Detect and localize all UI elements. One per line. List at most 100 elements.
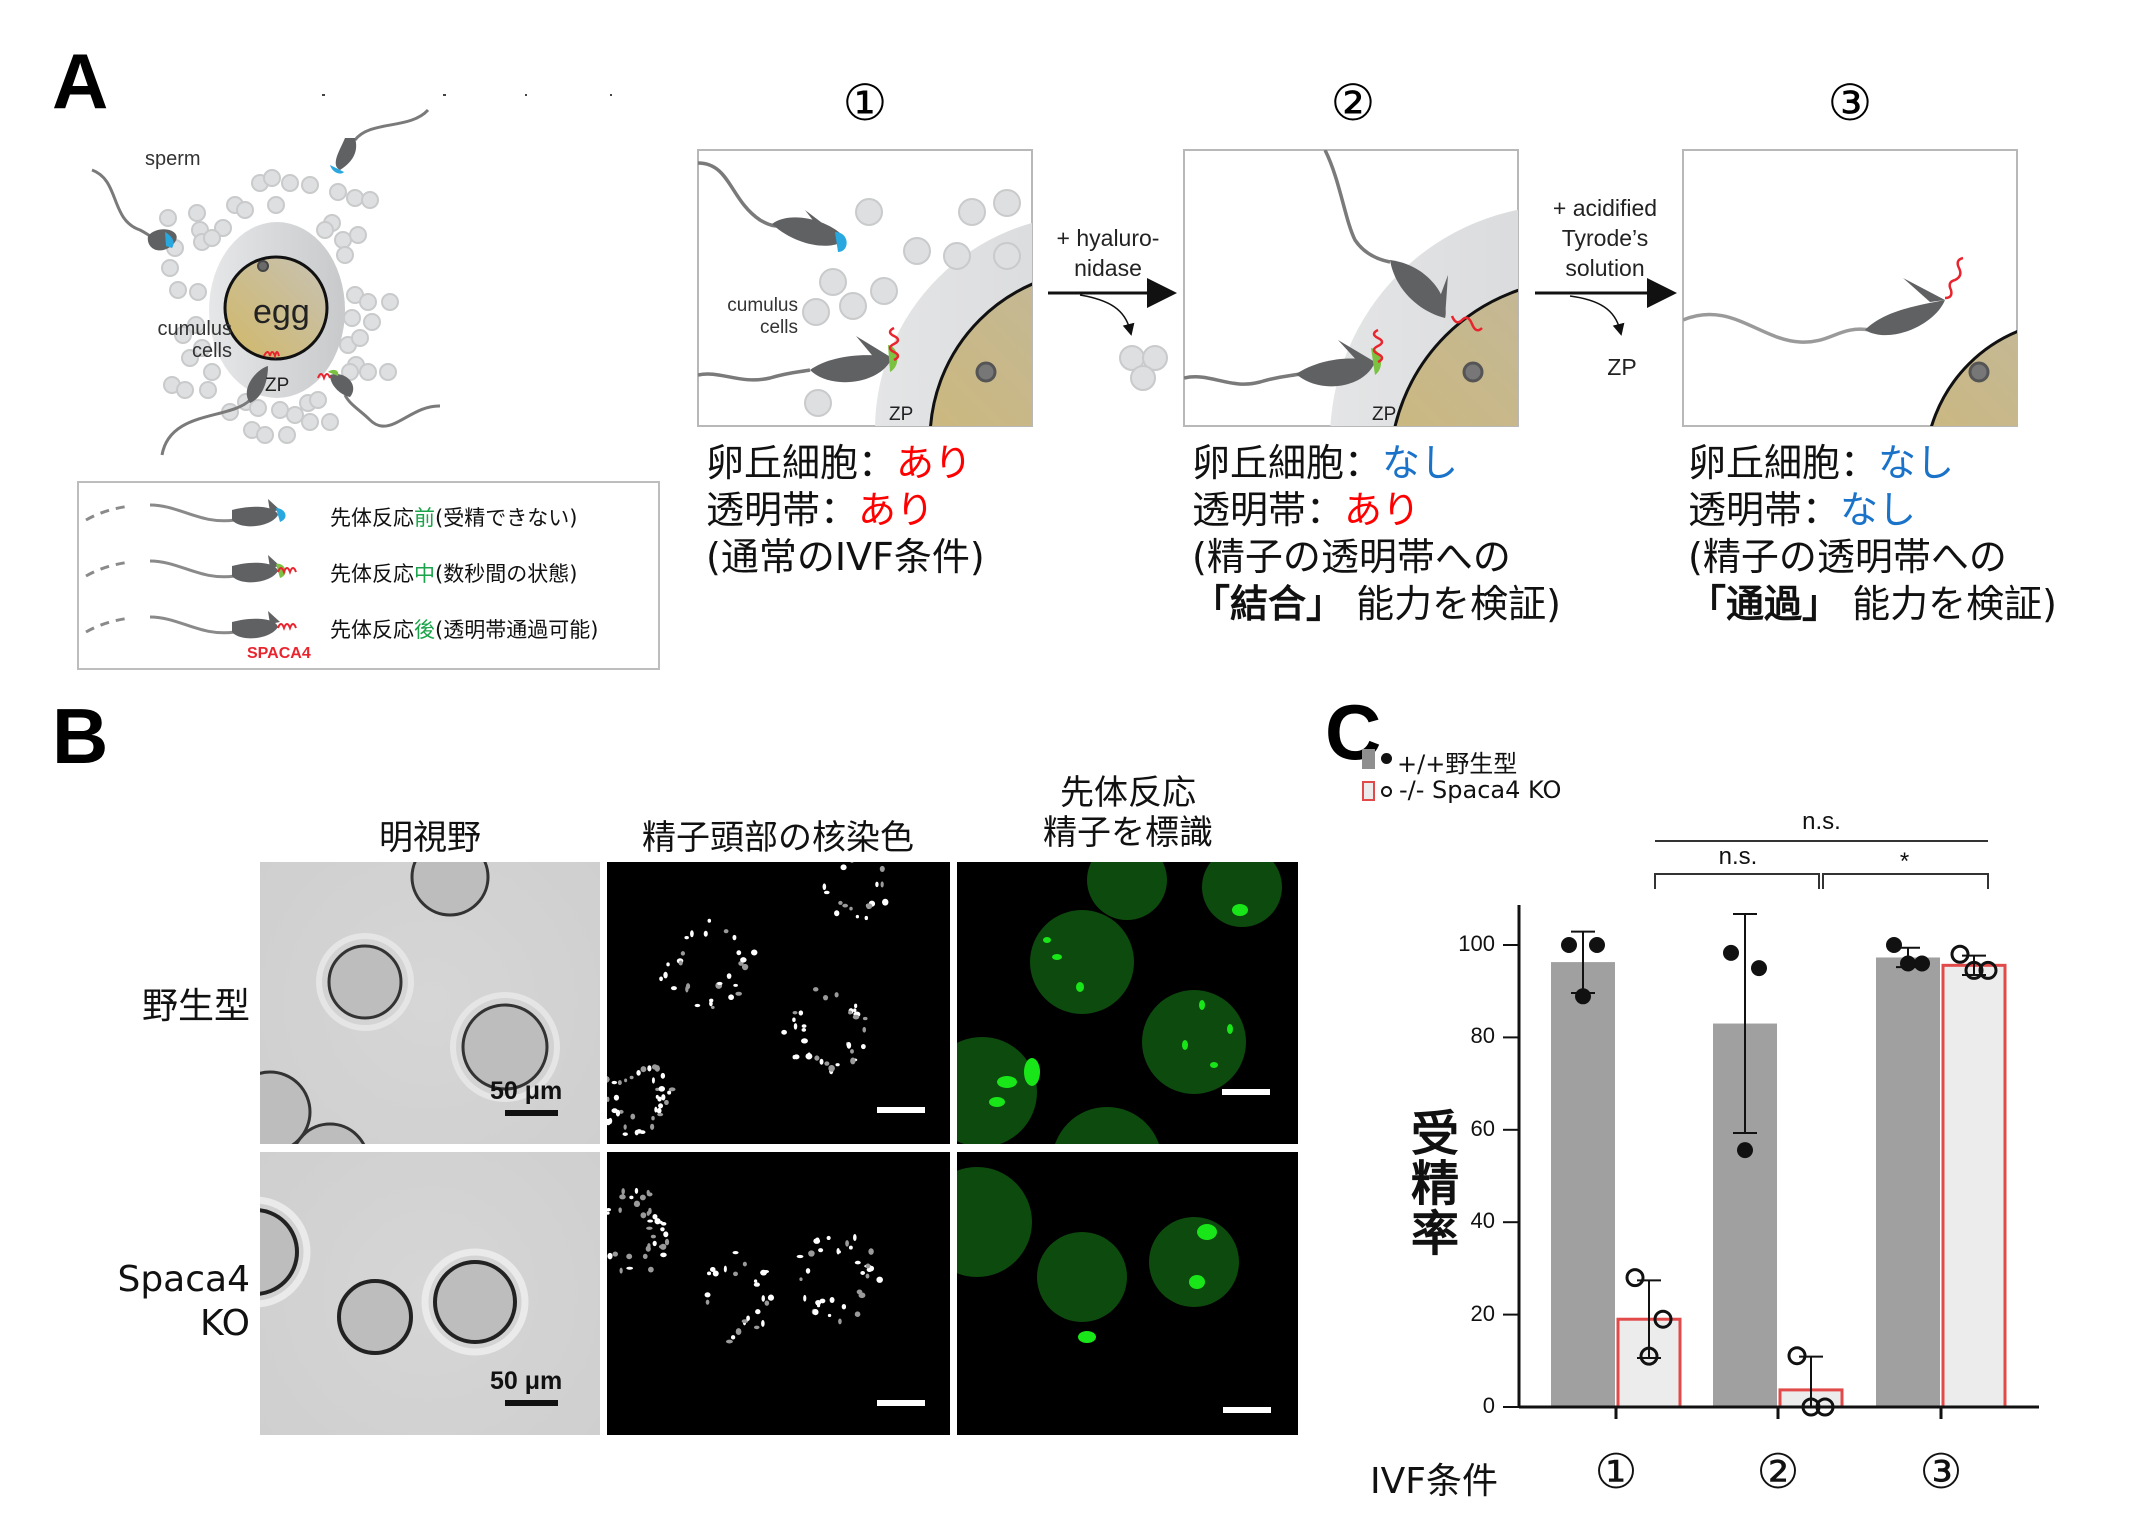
stained-sperm-head [629,1075,634,1080]
stained-sperm-head [626,1253,633,1260]
cond1-zp-label: ZP [889,404,914,425]
cond1-cells-label: cells [759,317,798,338]
stained-sperm-head [818,1248,824,1253]
stained-sperm-head [723,1265,727,1273]
stained-sperm-head [740,957,747,963]
stained-sperm-head [853,1234,857,1241]
legend-sperm-before-icon [85,499,286,527]
stained-sperm-head [624,1078,628,1083]
y-tick-label: 100 [1458,931,1495,956]
stained-sperm-head [619,1194,626,1200]
data-point-wildtype [1589,937,1605,953]
data-point-wildtype [1723,944,1739,961]
stained-sperm-head [611,1080,618,1085]
stained-sperm-head [856,1289,863,1295]
stained-sperm-head [761,1295,765,1302]
stained-sperm-head [822,883,827,891]
stained-sperm-head [850,1057,856,1065]
stained-sperm-head [607,1252,613,1260]
stained-sperm-head [623,1124,627,1130]
stained-sperm-head [640,1066,647,1073]
stained-sperm-head [862,1026,867,1033]
stained-sperm-head [840,864,847,871]
stained-sperm-head [835,1063,840,1067]
condition-1-number: ① [842,74,888,132]
stained-sperm-head [667,1090,672,1095]
stained-sperm-head [704,1292,711,1298]
data-point-wildtype [1737,1142,1753,1159]
condition-2-diagram [1183,149,1519,427]
stained-sperm-head [866,1267,873,1272]
legend-ko-label: -/- Spaca4 KO [1399,776,1562,804]
legend-before: 先体反応前(受精できない) [330,506,578,530]
stained-sperm-head [834,910,840,917]
y-tick-label: 60 [1470,1115,1495,1141]
y-axis-label: 受精率 [1402,1108,1458,1258]
stained-sperm-head [723,929,729,934]
acrosome-stain-image-spaca4-ko [957,1152,1298,1435]
legend-ko-marker [1381,786,1392,797]
stained-sperm-head [823,890,830,895]
stained-sperm-head [828,1064,835,1072]
removed-cumulus-cells [1119,345,1168,391]
cells-label: cells [191,340,232,362]
stained-sperm-head [824,1061,830,1066]
stained-sperm-head [860,1043,866,1050]
stained-sperm-head [813,987,819,992]
stained-sperm-head [663,971,668,979]
y-tick-label: 80 [1470,1023,1495,1049]
stained-sperm-head [657,1112,664,1117]
stained-sperm-head [850,1049,854,1054]
stained-sperm-head [648,1266,654,1273]
condition-3-description: 卵丘細胞：なし 透明帯：なし (精子の透明帯への 「通過」 能力を検証) [1688,441,2057,626]
data-point-wildtype [1575,988,1591,1005]
stained-sperm-head [709,1266,716,1272]
nuclear-stain-image-spaca4-ko [607,1152,950,1435]
stained-sperm-head [815,1299,822,1306]
stained-sperm-head [838,900,843,905]
stained-sperm-head [617,1080,622,1086]
stained-sperm-head [732,1251,739,1255]
stained-sperm-head [841,1304,847,1310]
stained-sperm-head [796,1254,804,1259]
stained-sperm-head [760,1269,768,1276]
stained-sperm-head [801,1038,808,1044]
stained-sperm-head [650,1123,655,1130]
stained-sperm-head [607,1211,610,1215]
bar-wildtype-1 [1551,962,1615,1407]
stained-sperm-head [622,1132,628,1136]
stained-sperm-head [848,1010,853,1015]
removed-zp-label: ZP [1607,354,1637,380]
legend-sperm-after-icon [85,611,297,639]
bar-spaca4-ko-3 [1941,963,2007,1409]
condition-3-number: ③ [1827,74,1873,132]
stained-sperm-head [853,1008,857,1013]
stained-sperm-head [629,1195,634,1200]
stained-sperm-head [712,1270,719,1277]
legend-during: 先体反応中(数秒間の状態) [330,562,578,586]
stained-sperm-head [819,1298,826,1304]
stained-sperm-head [767,1294,775,1301]
stained-sperm-head [864,915,869,921]
stained-sperm-head [876,1276,883,1283]
data-point-spaca4-ko [1964,960,1984,980]
stained-sperm-head [645,1245,651,1252]
stained-sperm-head [634,1187,639,1194]
data-point-wildtype [1561,937,1577,953]
stained-sperm-head [664,1099,669,1106]
stained-sperm-head [761,1320,765,1327]
stained-sperm-head [875,881,879,888]
stained-sperm-head [854,1260,861,1265]
stained-sperm-head [846,1042,852,1049]
stained-sperm-head [690,930,694,938]
row-label-wildtype: 野生型 [141,986,250,1027]
stained-sperm-head [733,1271,738,1277]
stained-sperm-head [612,1251,619,1257]
legend-after: 先体反応後(透明帯通過可能) [330,618,599,642]
stained-sperm-head [642,1253,648,1259]
stained-sperm-head [639,1194,646,1201]
stained-sperm-head [650,1234,656,1239]
stained-sperm-head [651,1077,655,1084]
